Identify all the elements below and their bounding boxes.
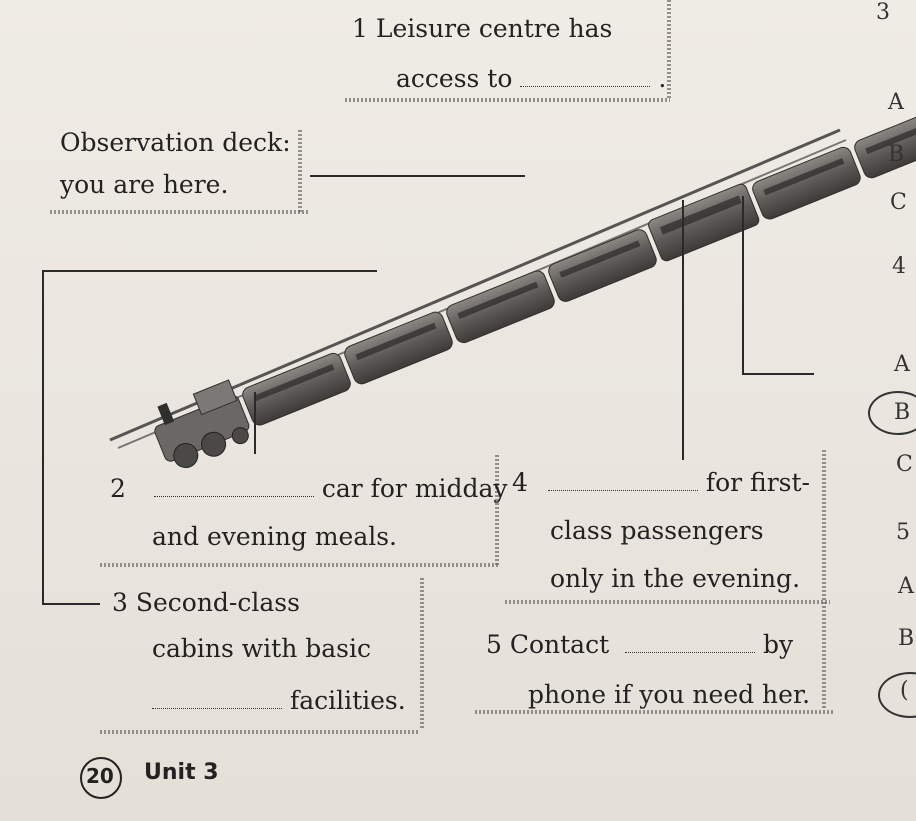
- callout-line: [42, 270, 44, 605]
- side-option: B: [898, 626, 915, 651]
- callout-line: [42, 603, 100, 605]
- side-label: 5: [896, 520, 910, 545]
- item-4-text: for first-: [705, 468, 810, 497]
- item-1-text: access to: [396, 64, 513, 93]
- item-5-text-end: by: [763, 630, 794, 659]
- item-3-text: facilities.: [289, 686, 406, 715]
- unit-label: Unit 3: [144, 760, 219, 785]
- item-2-line-2: and evening meals.: [152, 522, 397, 551]
- item-3-line-3: facilities.: [152, 686, 406, 715]
- item-3-line-1: 3 Second-class: [112, 588, 300, 617]
- page-number-circle: [80, 757, 122, 799]
- selected-option-circle: [868, 391, 916, 435]
- side-option: B: [894, 400, 911, 425]
- carriage: [446, 270, 555, 344]
- side-option: A: [894, 352, 910, 377]
- side-option: C: [890, 190, 907, 215]
- carriage: [344, 311, 453, 385]
- callout-line: [42, 270, 377, 272]
- item-4-line-2: class passengers: [550, 516, 764, 545]
- callout-line: [310, 175, 525, 177]
- answer-blank-4[interactable]: [547, 472, 698, 491]
- callout-line: [254, 392, 256, 454]
- item-3-line-2: cabins with basic: [152, 634, 372, 663]
- item-4-line-3: only in the evening.: [550, 564, 801, 593]
- callout-line: [682, 200, 684, 460]
- item-1-period: .: [658, 64, 667, 93]
- side-label: 3: [876, 0, 890, 25]
- side-option: B: [888, 142, 905, 167]
- item-2-number: 2: [110, 474, 126, 503]
- side-option: C: [896, 452, 913, 477]
- item-2-line-1: 2 car for midday: [110, 474, 508, 503]
- locomotive: [154, 379, 250, 469]
- item-1-line-2: access to .: [396, 64, 666, 93]
- item-5-line-1: 5 Contact by: [486, 630, 793, 659]
- side-option: A: [898, 574, 914, 599]
- carriage: [242, 352, 351, 426]
- page-number: 20: [86, 764, 114, 788]
- item-5-text-start: 5 Contact: [486, 630, 610, 659]
- item-1-line-1: 1 Leisure centre has: [352, 14, 613, 43]
- item-2-text: car for midday: [321, 474, 508, 503]
- side-option: A: [888, 90, 904, 115]
- callout-line: [742, 373, 814, 375]
- side-label: 4: [892, 254, 906, 279]
- answer-blank-1[interactable]: [520, 68, 651, 87]
- answer-blank-2[interactable]: [153, 478, 314, 497]
- item-4-number: 4: [512, 468, 528, 497]
- observation-deck-label: Observation deck:: [60, 128, 291, 157]
- answer-blank-5[interactable]: [625, 634, 756, 653]
- item-5-line-2: phone if you need her.: [528, 680, 811, 709]
- answer-blank-3[interactable]: [152, 690, 282, 709]
- observation-deck-here: you are here.: [60, 170, 229, 199]
- carriage: [548, 229, 657, 302]
- item-4-line-1: 4 for first-: [512, 468, 810, 497]
- callout-line: [742, 196, 744, 374]
- side-option: (: [900, 678, 909, 703]
